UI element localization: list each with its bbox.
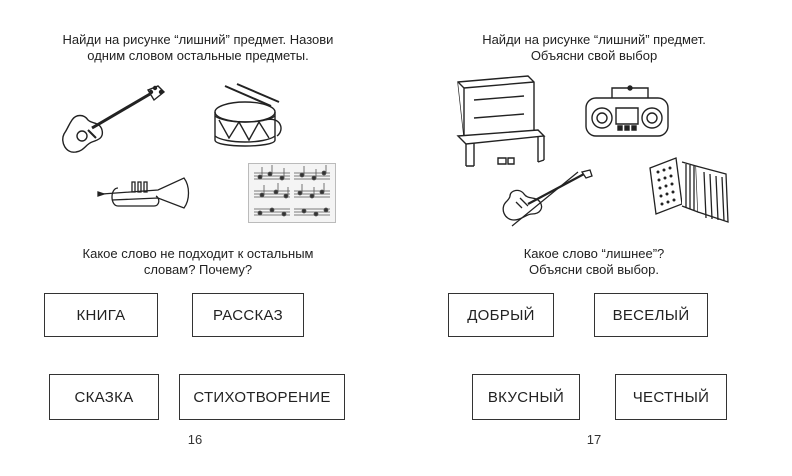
page-left: Найди на рисунке “лишний” предмет. Назов…	[0, 32, 396, 447]
guitar-icon	[58, 84, 168, 158]
word-card-2: РАССКАЗ	[192, 293, 304, 337]
page-number: 16	[187, 432, 203, 447]
piano-icon	[454, 74, 554, 170]
word-card-3: СКАЗКА	[49, 374, 159, 420]
word-card-4: СТИХОТВОРЕНИЕ	[179, 374, 345, 420]
sheet-music-icon	[248, 163, 336, 223]
page-right: Найди на рисунке “лишний” предмет. Объяс…	[396, 0, 792, 476]
violin-icon	[498, 168, 594, 228]
accordion-icon	[646, 154, 732, 226]
instruction-line-1: Найди на рисунке “лишний” предмет.	[482, 32, 706, 47]
instruction-text: Найди на рисунке “лишний” предмет. Объяс…	[396, 32, 792, 64]
page-number: 17	[586, 432, 602, 447]
word-card-4: ЧЕСТНЫЙ	[615, 374, 727, 420]
radio-cassette-icon	[582, 84, 674, 142]
question-line-1: Какое слово не подходит к остальным	[82, 246, 314, 261]
drum-icon	[205, 80, 291, 154]
word-card-3: ВКУСНЫЙ	[472, 374, 580, 420]
instruction-line-2: Объясни свой выбор	[530, 48, 658, 63]
word-card-2: ВЕСЕЛЫЙ	[594, 293, 708, 337]
instruction-line-2: одним словом остальные предметы.	[87, 48, 309, 63]
question-text: Какое слово не подходит к остальным слов…	[0, 246, 396, 278]
trumpet-icon	[98, 172, 198, 214]
question-line-2: словам? Почему?	[143, 262, 253, 277]
question-line-2: Объясни свой выбор.	[529, 262, 659, 277]
instruction-text: Найди на рисунке “лишний” предмет. Назов…	[0, 32, 396, 64]
word-card-1: КНИГА	[44, 293, 158, 337]
question-text: Какое слово “лишнее”? Объясни свой выбор…	[396, 246, 792, 278]
instruction-line-1: Найди на рисунке “лишний” предмет. Назов…	[62, 32, 334, 47]
word-card-1: ДОБРЫЙ	[448, 293, 554, 337]
question-line-1: Какое слово “лишнее”?	[523, 246, 665, 261]
